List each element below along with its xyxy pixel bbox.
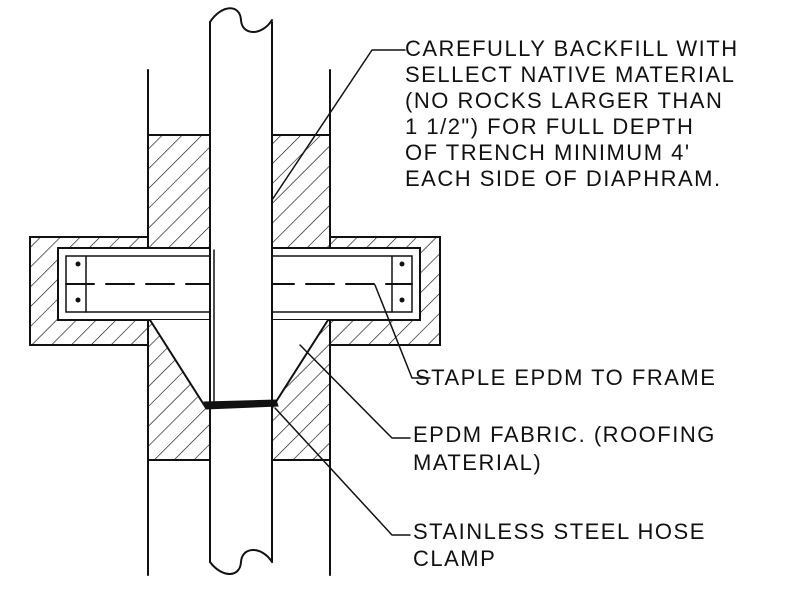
leader-staple bbox=[374, 284, 431, 379]
pipe bbox=[210, 8, 272, 576]
epdm-fabric-edge-right bbox=[271, 319, 329, 409]
staple-dot bbox=[399, 297, 405, 303]
staple-dot bbox=[75, 261, 81, 267]
note-backfill: CAREFULLY BACKFILL WITH SELLECT NATIVE M… bbox=[405, 36, 739, 191]
note-line: MATERIAL) bbox=[413, 450, 542, 475]
pipe-break-top bbox=[209, 7, 273, 33]
note-line: EACH SIDE OF DIAPHRAM. bbox=[405, 166, 722, 191]
note-line: 1 1/2") FOR FULL DEPTH bbox=[405, 114, 694, 139]
note-line: STAINLESS STEEL HOSE bbox=[413, 519, 706, 544]
note-staple: STAPLE EPDM TO FRAME bbox=[415, 365, 716, 390]
staple-dot bbox=[75, 297, 81, 303]
note-line: (NO ROCKS LARGER THAN bbox=[405, 88, 723, 113]
epdm-fabric-edge-left bbox=[149, 319, 207, 409]
note-line: STAPLE EPDM TO FRAME bbox=[415, 365, 716, 390]
note-clamp: STAINLESS STEEL HOSE CLAMP bbox=[413, 519, 706, 571]
note-line: SELLECT NATIVE MATERIAL bbox=[405, 62, 735, 87]
leader-backfill bbox=[271, 49, 406, 201]
note-line: EPDM FABRIC. (ROOFING bbox=[413, 422, 716, 447]
note-fabric: EPDM FABRIC. (ROOFING MATERIAL) bbox=[413, 422, 716, 475]
pipe-break-bottom bbox=[209, 549, 273, 575]
note-line: OF TRENCH MINIMUM 4' bbox=[405, 140, 691, 165]
note-line: CLAMP bbox=[413, 546, 496, 571]
hose-clamp bbox=[203, 399, 279, 410]
note-line: CAREFULLY BACKFILL WITH bbox=[405, 36, 739, 61]
leader-fabric bbox=[299, 344, 411, 439]
leader-clamp bbox=[274, 407, 411, 536]
staple-dot bbox=[399, 261, 405, 267]
